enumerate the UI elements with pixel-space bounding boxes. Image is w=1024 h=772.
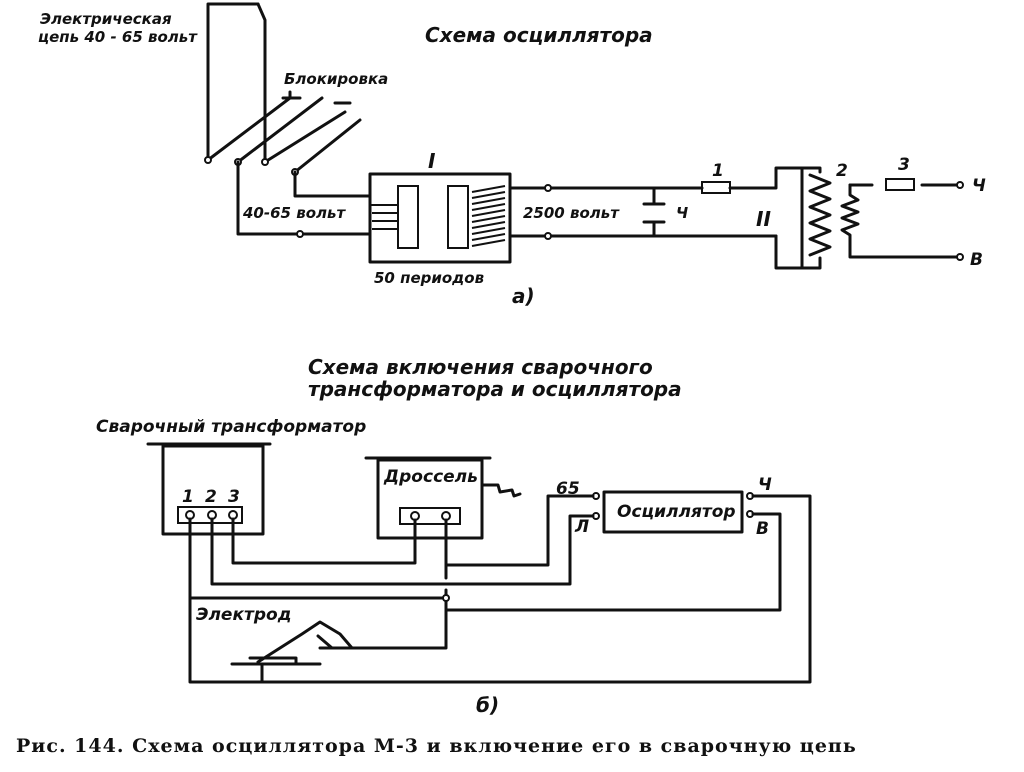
terminal-v-label: В <box>756 519 769 539</box>
interlock-switch <box>206 96 362 174</box>
workpiece <box>230 656 322 684</box>
junction-node <box>442 594 450 602</box>
element-1 <box>701 181 731 194</box>
secondary-winding <box>471 185 506 247</box>
element-3-label: 3 <box>898 155 910 175</box>
frequency-label: 50 периодов <box>374 269 484 287</box>
coil-2 <box>840 183 962 259</box>
interlock-label: Блокировка <box>284 70 388 88</box>
diagram-a-sublabel: а) <box>512 284 535 308</box>
supply-lead-1 <box>206 2 260 162</box>
terminal-node <box>261 158 269 166</box>
transformer-terminal-block <box>177 506 243 524</box>
choke-handle <box>480 483 522 498</box>
terminal-3-label: 3 <box>228 487 240 507</box>
terminal-ch-label: Ч <box>758 475 772 495</box>
transformer-taps <box>370 204 398 230</box>
oscillator-label: Осциллятор <box>617 502 736 522</box>
diagram-b-sublabel: б) <box>476 693 499 717</box>
choke-label: Дроссель <box>383 467 478 487</box>
diagram-a-title: Схема осциллятора <box>425 23 653 47</box>
wire-t3-to-choke <box>231 517 417 565</box>
coil-II-label: II <box>756 207 771 231</box>
choke-terminal-block <box>399 507 461 525</box>
welding-transformer-label: Сварочный трансформатор <box>96 417 366 437</box>
wire-t2-to-osc-l <box>210 514 595 586</box>
primary-wire <box>236 160 372 236</box>
secondary-voltage-label: 2500 вольт <box>523 204 620 222</box>
figure-caption: Рис. 144. Схема осциллятора М-3 и включе… <box>16 735 857 757</box>
diagram-b-title-line1: Схема включения сварочного <box>308 355 653 379</box>
primary-voltage-label: 40-65 вольт <box>242 204 346 222</box>
terminal-node <box>544 232 552 240</box>
element-1-label: 1 <box>712 161 724 181</box>
supply-label-line1: Электрическая <box>40 10 172 28</box>
output-terminal-ch <box>956 181 964 189</box>
wire-common <box>188 494 812 684</box>
supply-lead-2 <box>256 2 267 164</box>
wire-electrode <box>318 512 782 650</box>
terminal-65-label: 65 <box>556 479 580 499</box>
diagram-b: Схема включения сварочного трансформатор… <box>96 355 812 717</box>
electrode-holder <box>256 620 354 664</box>
wire-choke-to-osc-65 <box>444 494 595 580</box>
transformer-core-right <box>447 185 469 249</box>
terminal-node <box>296 230 304 238</box>
output-v-label: В <box>970 250 983 270</box>
terminal-2-label: 2 <box>205 487 217 507</box>
supply-label-line2: цепь 40 - 65 вольт <box>38 28 198 46</box>
element-2-label: 2 <box>836 161 848 181</box>
output-ch-label: Ч <box>972 176 986 196</box>
output-terminal-v <box>956 253 964 261</box>
coil-II <box>800 166 832 270</box>
element-3 <box>885 178 915 191</box>
coil-II-lead <box>728 166 804 270</box>
transformer-I-label: I <box>428 149 436 173</box>
transformer-I-box <box>368 172 512 264</box>
interlock-contact <box>281 90 352 105</box>
diagram-a: Схема осциллятора Электрическая цепь 40 … <box>38 2 986 308</box>
coil-II-frame <box>800 166 822 270</box>
terminal-1-label: 1 <box>182 487 194 507</box>
spark-gap-label: Ч <box>676 204 688 222</box>
choke-box <box>376 458 484 540</box>
spark-gap <box>642 186 666 238</box>
transformer-core-left <box>397 185 419 249</box>
terminal-l-label: Л <box>574 517 589 537</box>
terminal-node <box>544 184 552 192</box>
diagram-b-title-line2: трансформатора и осциллятора <box>308 377 682 401</box>
terminal-node <box>204 156 212 164</box>
electrode-label: Электрод <box>196 605 291 625</box>
oscillator-box <box>602 490 744 534</box>
